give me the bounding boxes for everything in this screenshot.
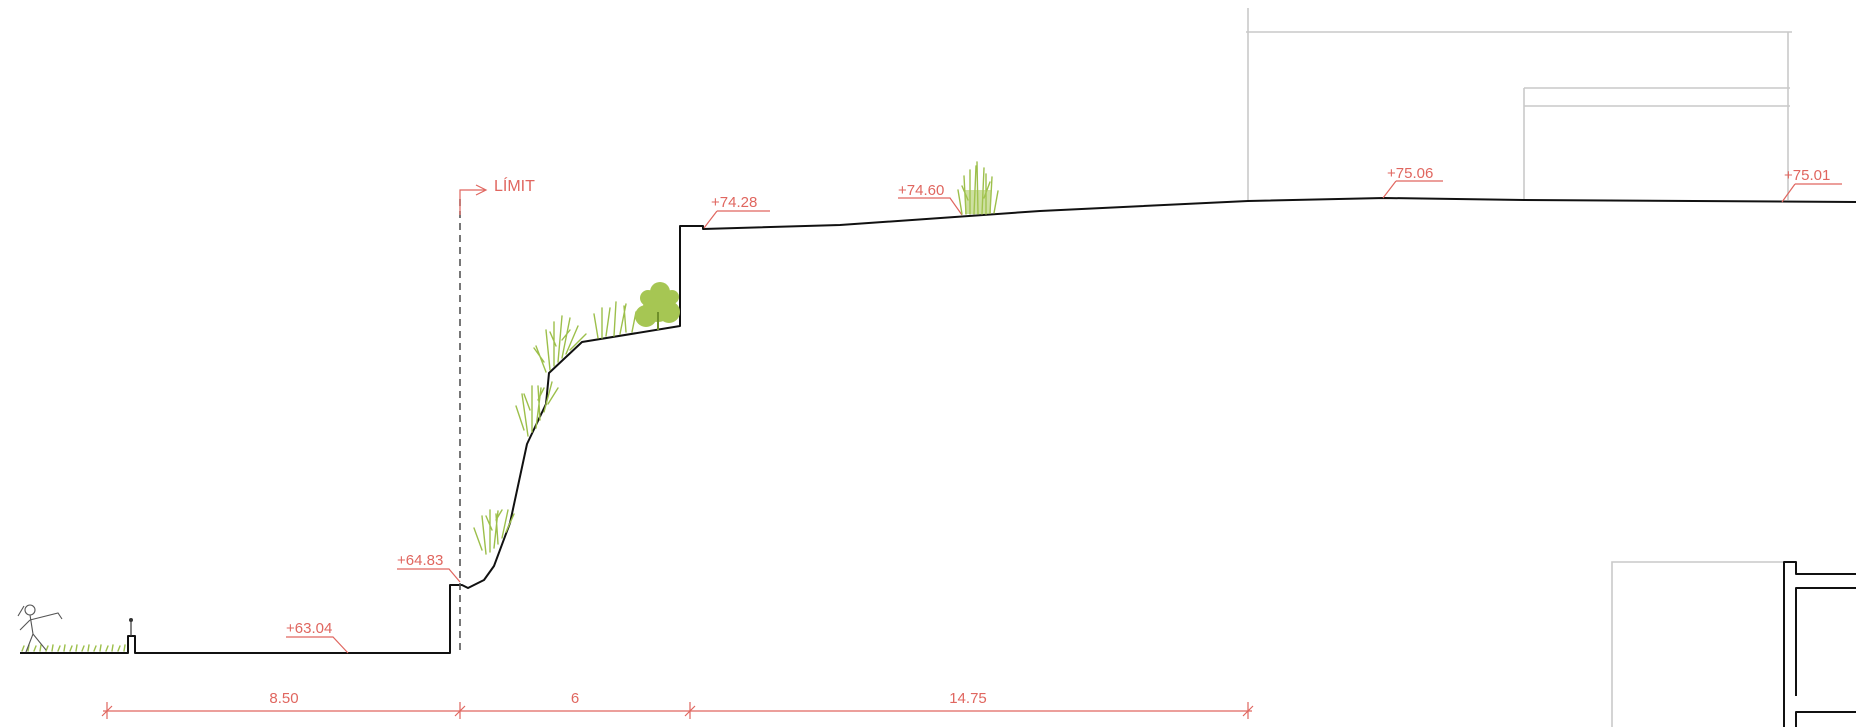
elevation-marker-upper-mid: +74.60 (898, 182, 963, 216)
elevation-marker-upper-edge: +74.28 (703, 194, 770, 229)
elevation-marker-building-front: +75.06 (1382, 165, 1443, 199)
limit-marker: LÍMIT (459, 176, 535, 650)
elevation-marker-ground-low: +63.04 (286, 620, 349, 654)
limit-label: LÍMIT (494, 176, 535, 195)
person-figure (17, 604, 63, 653)
tree-terrace (635, 282, 680, 330)
elevation-marker-far-right: +75.01 (1781, 167, 1842, 203)
ground-profile-line (20, 197, 1856, 654)
elevation-label: +63.04 (286, 620, 332, 637)
elevation-label: +75.01 (1784, 167, 1830, 184)
dimension-label: 8.50 (269, 690, 298, 707)
dimension-label: 6 (571, 690, 579, 707)
elevation-marker-wall-top: +64.83 (397, 552, 461, 583)
dimension-line: 8.50 6 14.75 (101, 690, 1254, 719)
shrub-slope-low (473, 509, 515, 555)
elevation-label: +64.83 (397, 552, 443, 569)
grass-strip (21, 644, 126, 652)
small-post (129, 618, 133, 636)
tall-grass-top (957, 161, 999, 215)
elevation-label: +74.60 (898, 182, 944, 199)
elevation-label: +74.28 (711, 194, 757, 211)
shrub-slope-upper (533, 315, 587, 373)
building-upper-outline (1246, 8, 1792, 200)
grass-tuft-terrace (593, 301, 637, 339)
shrub-slope-mid (515, 381, 559, 437)
dimension-label: 14.75 (949, 690, 987, 707)
building-lower-outline (1611, 561, 1856, 727)
elevation-label: +75.06 (1387, 165, 1433, 182)
